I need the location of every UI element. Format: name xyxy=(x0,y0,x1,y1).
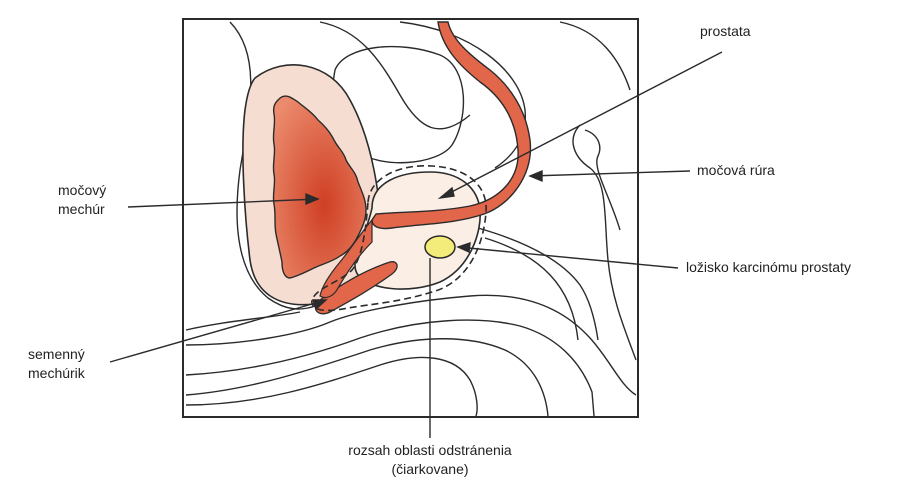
label-seminal-line2: mechúrik xyxy=(28,364,85,383)
rectum-inner xyxy=(585,130,620,230)
rectal-wall-2 xyxy=(485,238,578,340)
leader-urethra xyxy=(530,171,690,176)
perineum-line-4 xyxy=(186,339,548,416)
label-prostate: prostata xyxy=(700,22,751,41)
rectum-outline xyxy=(573,125,636,360)
label-seminal-vesicle: semenný mechúrik xyxy=(28,345,85,383)
rectal-wall-1 xyxy=(478,228,598,340)
perineum-line-1 xyxy=(186,312,300,330)
label-tumor: ložisko karcinómu prostaty xyxy=(686,258,851,277)
label-urethra: močová rúra xyxy=(697,161,775,180)
tumor-focus xyxy=(425,236,455,258)
perineum-line-3 xyxy=(186,320,594,416)
perineum-line-5 xyxy=(186,357,477,416)
label-resection: rozsah oblasti odstránenia (čiarkovane) xyxy=(320,441,540,479)
label-seminal-line1: semenný xyxy=(28,345,85,364)
label-resection-line2: (čiarkovane) xyxy=(320,460,540,479)
upper-right-contour xyxy=(560,22,630,90)
leader-seminal-vesicle xyxy=(110,300,326,362)
leader-tumor xyxy=(458,247,678,268)
label-bladder-line1: močový xyxy=(58,181,106,200)
label-bladder: močový mechúr xyxy=(58,181,106,219)
arrowhead-urethra xyxy=(530,171,542,181)
label-resection-line1: rozsah oblasti odstránenia xyxy=(320,441,540,460)
perineum-line-2 xyxy=(186,295,636,395)
label-bladder-line2: mechúr xyxy=(58,200,106,219)
